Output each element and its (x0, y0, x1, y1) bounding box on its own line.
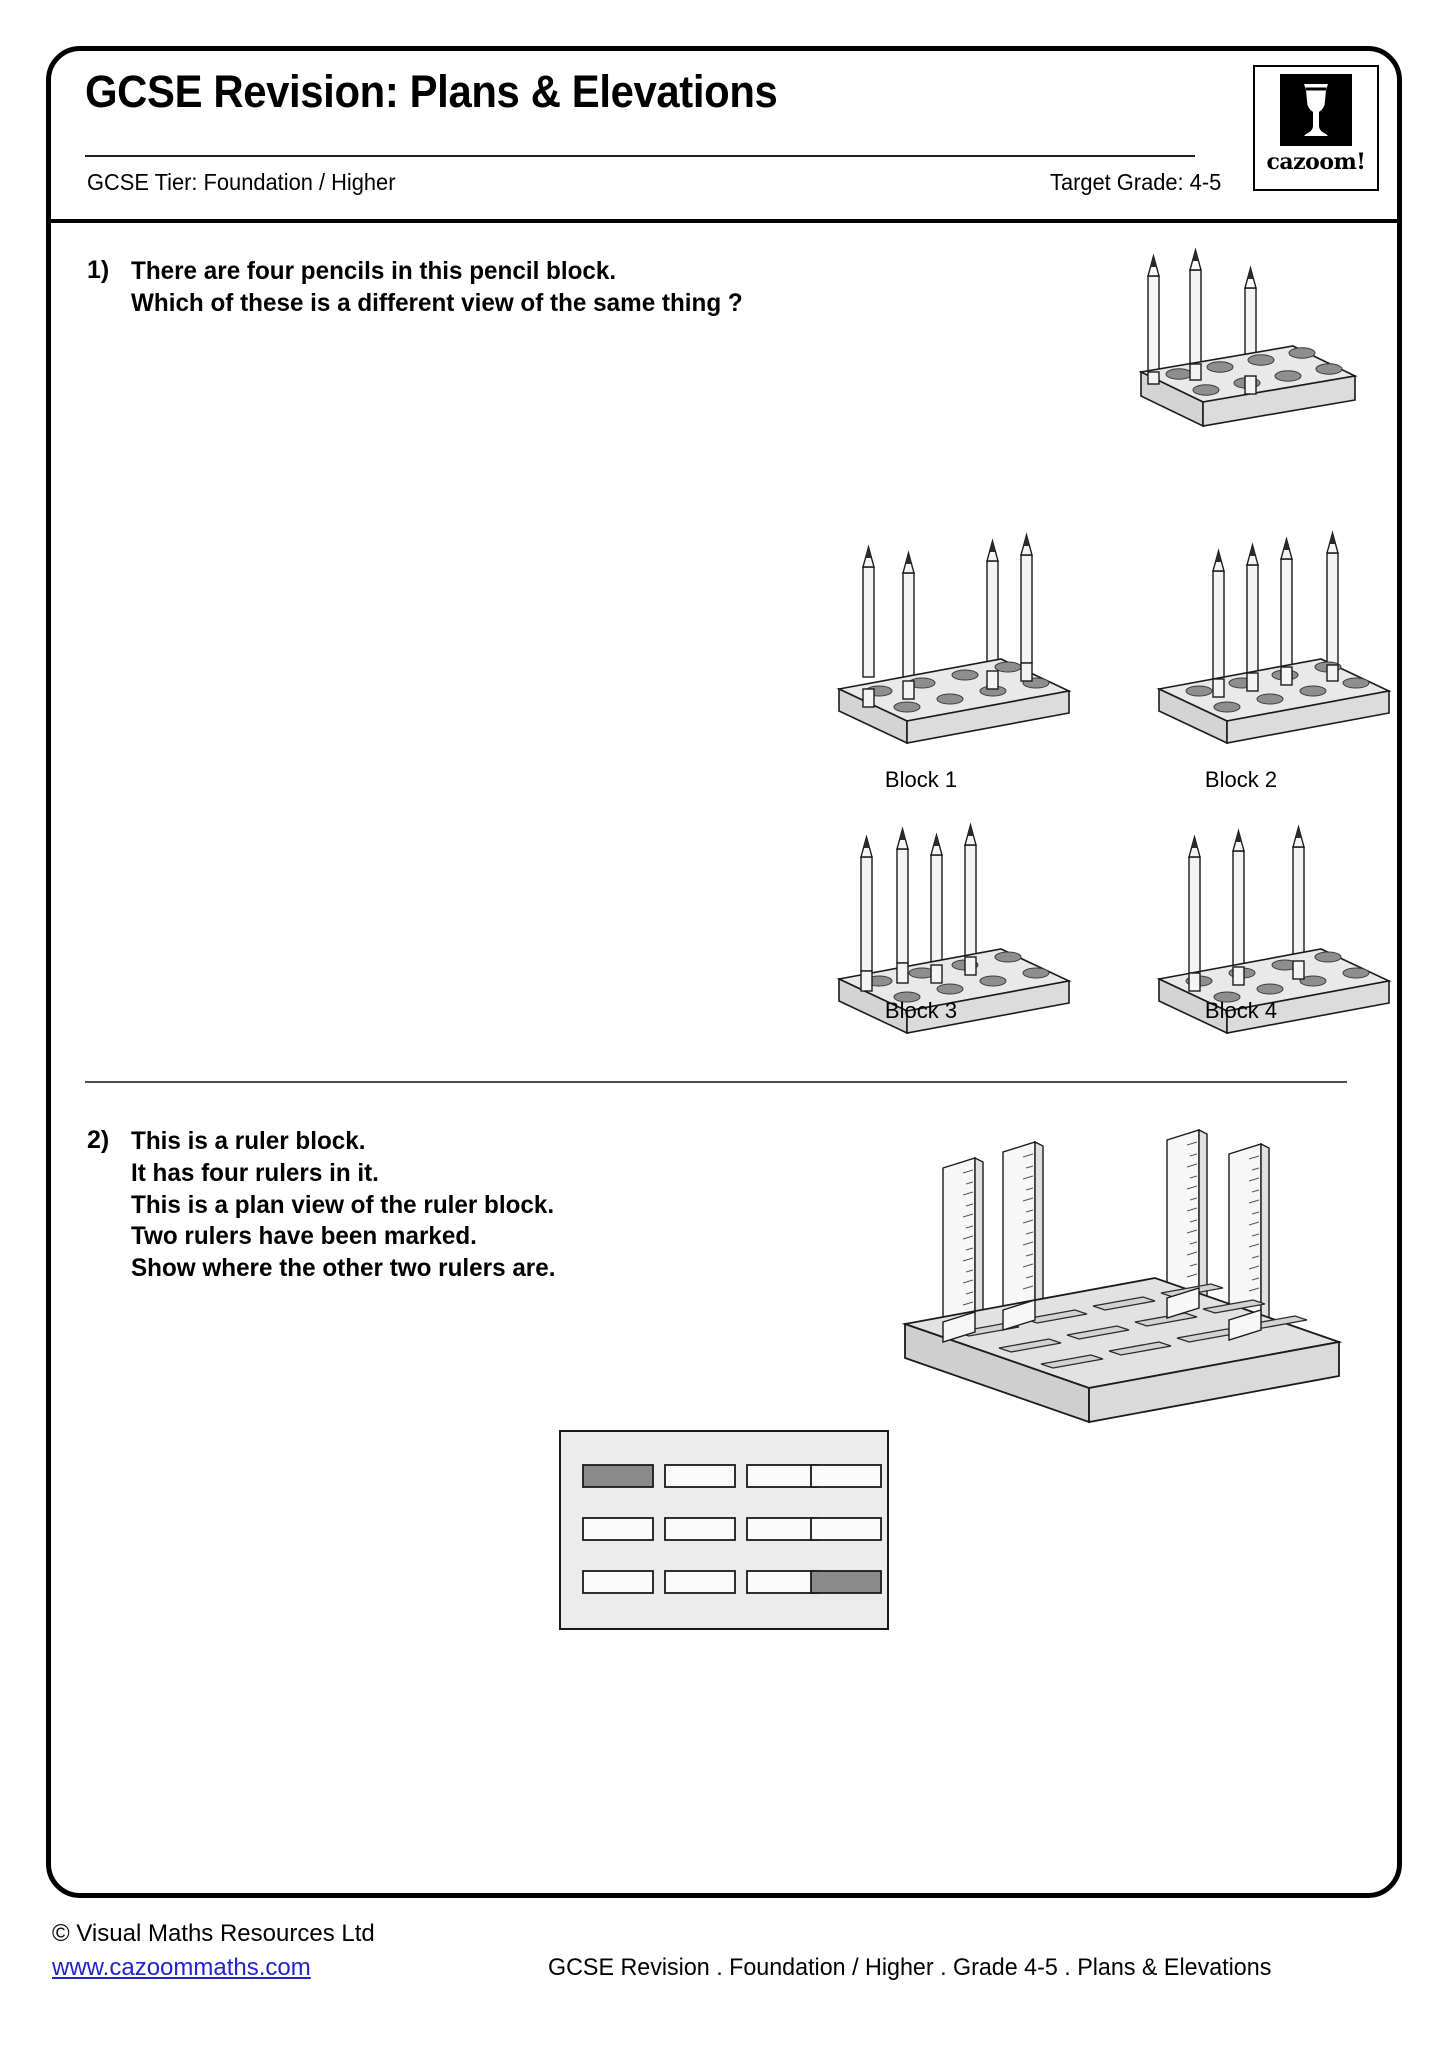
header-bottom-rule (51, 219, 1397, 223)
plan-slot-0-0 (582, 1464, 654, 1488)
plan-slot-2-2 (746, 1570, 818, 1594)
plan-slot-2-3 (810, 1570, 882, 1594)
footer-copyright: © Visual Maths Resources Ltd (52, 1920, 375, 1947)
footer-website-link[interactable]: www.cazoommaths.com (52, 1954, 311, 1981)
question-2-line-3: This is a plan view of the ruler block. (131, 1190, 555, 1219)
worksheet-header: GCSE Revision: Plans & Elevations GCSE T… (51, 51, 1397, 223)
plan-slot-1-2 (746, 1517, 818, 1541)
plan-slot-0-2 (746, 1464, 818, 1488)
plan-slot-2-1 (664, 1570, 736, 1594)
header-divider (85, 155, 1195, 157)
question-2-line-2: It has four rulers in it. (131, 1158, 379, 1187)
question-1-text: There are four pencils in this pencil bl… (131, 256, 743, 320)
pencil-block-main-figure (1093, 246, 1361, 436)
page-title: GCSE Revision: Plans & Elevations (85, 66, 778, 117)
worksheet-page-frame: GCSE Revision: Plans & Elevations GCSE T… (46, 46, 1402, 1898)
footer-meta: GCSE Revision . Foundation / Higher . Gr… (548, 1954, 1272, 1981)
plan-slot-1-0 (582, 1517, 654, 1541)
cazoom-logo: cazoom! (1253, 65, 1379, 191)
plan-slot-0-1 (664, 1464, 736, 1488)
plan-slot-1-3 (810, 1517, 882, 1541)
question-2-text: This is a ruler block. It has four ruler… (131, 1126, 555, 1285)
question-2-line-4: Two rulers have been marked. (131, 1222, 477, 1251)
block-label-4: Block 4 (1204, 998, 1278, 1023)
block-label-3: Block 3 (884, 998, 958, 1023)
worksheet-footer: © Visual Maths Resources Ltd www.cazoomm… (0, 1920, 1448, 2048)
target-grade-label: Target Grade: 4-5 (1049, 169, 1221, 195)
pencil-block-option-3[interactable] (821, 821, 1087, 1036)
block-label-2: Block 2 (1204, 767, 1278, 792)
question-2-number: 2) (87, 1126, 110, 1154)
question-1-line-1: There are four pencils in this pencil bl… (131, 257, 617, 285)
question-2-line-5: Show where the other two rulers are. (131, 1254, 556, 1282)
cazoom-logo-wordmark: cazoom! (1266, 149, 1366, 175)
ruler-block-figure (899, 1126, 1347, 1426)
question-1-number: 1) (87, 256, 110, 284)
question-2-line-1: This is a ruler block. (131, 1127, 366, 1155)
ruler-block-plan-view[interactable] (559, 1430, 889, 1630)
section-divider (85, 1081, 1347, 1083)
pencil-block-option-1[interactable] (821, 531, 1087, 746)
plan-slot-1-1 (664, 1517, 736, 1541)
plan-slot-0-3 (810, 1464, 882, 1488)
pencil-block-option-2[interactable] (1141, 530, 1407, 746)
block-label-1: Block 1 (884, 767, 958, 792)
gcse-tier-label: GCSE Tier: Foundation / Higher (87, 169, 396, 195)
pencil-block-option-4[interactable] (1141, 821, 1407, 1036)
plan-slot-2-0 (582, 1570, 654, 1594)
question-1-line-2: Which of these is a different view of th… (131, 288, 743, 317)
cazoom-vase-icon (1280, 74, 1352, 146)
